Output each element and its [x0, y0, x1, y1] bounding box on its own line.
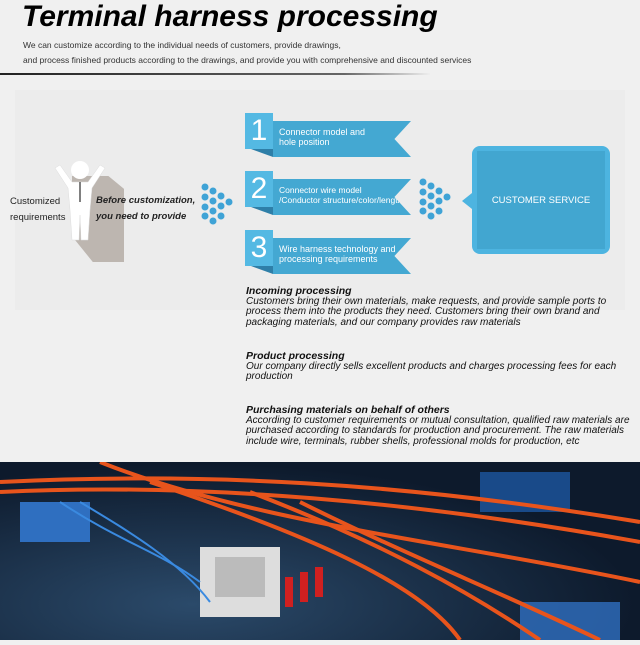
note-line-2: you need to provide — [96, 211, 187, 222]
step-2-banner: 2 Connector wire model/Conductor structu… — [245, 171, 411, 217]
note-line-1: Before customization, — [96, 195, 196, 206]
step-number: 2 — [245, 171, 273, 207]
subtitle-line-1: We can customize according to the indivi… — [23, 40, 341, 50]
step-text: Connector wire model/Conductor structure… — [273, 179, 411, 215]
subtitle-line-2: and process finished products according … — [23, 55, 472, 65]
section-purchasing-materials: Purchasing materials on behalf of others… — [246, 404, 630, 447]
page-title: Terminal harness processing — [22, 0, 438, 33]
customized-requirements-label: Customized requirements — [10, 194, 65, 226]
header-divider — [0, 73, 430, 75]
circuit-board-photo — [0, 460, 640, 642]
customer-service-pointer — [462, 193, 472, 209]
provide-note: Before customization, you need to provid… — [96, 193, 195, 225]
step-number: 3 — [245, 230, 273, 266]
label-line-1: Customized — [10, 196, 61, 207]
dots-arrow-icon — [201, 183, 233, 225]
dots-arrow-icon-right — [419, 178, 451, 220]
customer-service-box: CUSTOMER SERVICE — [472, 146, 610, 254]
step-number: 1 — [245, 113, 273, 149]
person-icon — [54, 161, 106, 241]
label-line-2: requirements — [10, 212, 66, 223]
